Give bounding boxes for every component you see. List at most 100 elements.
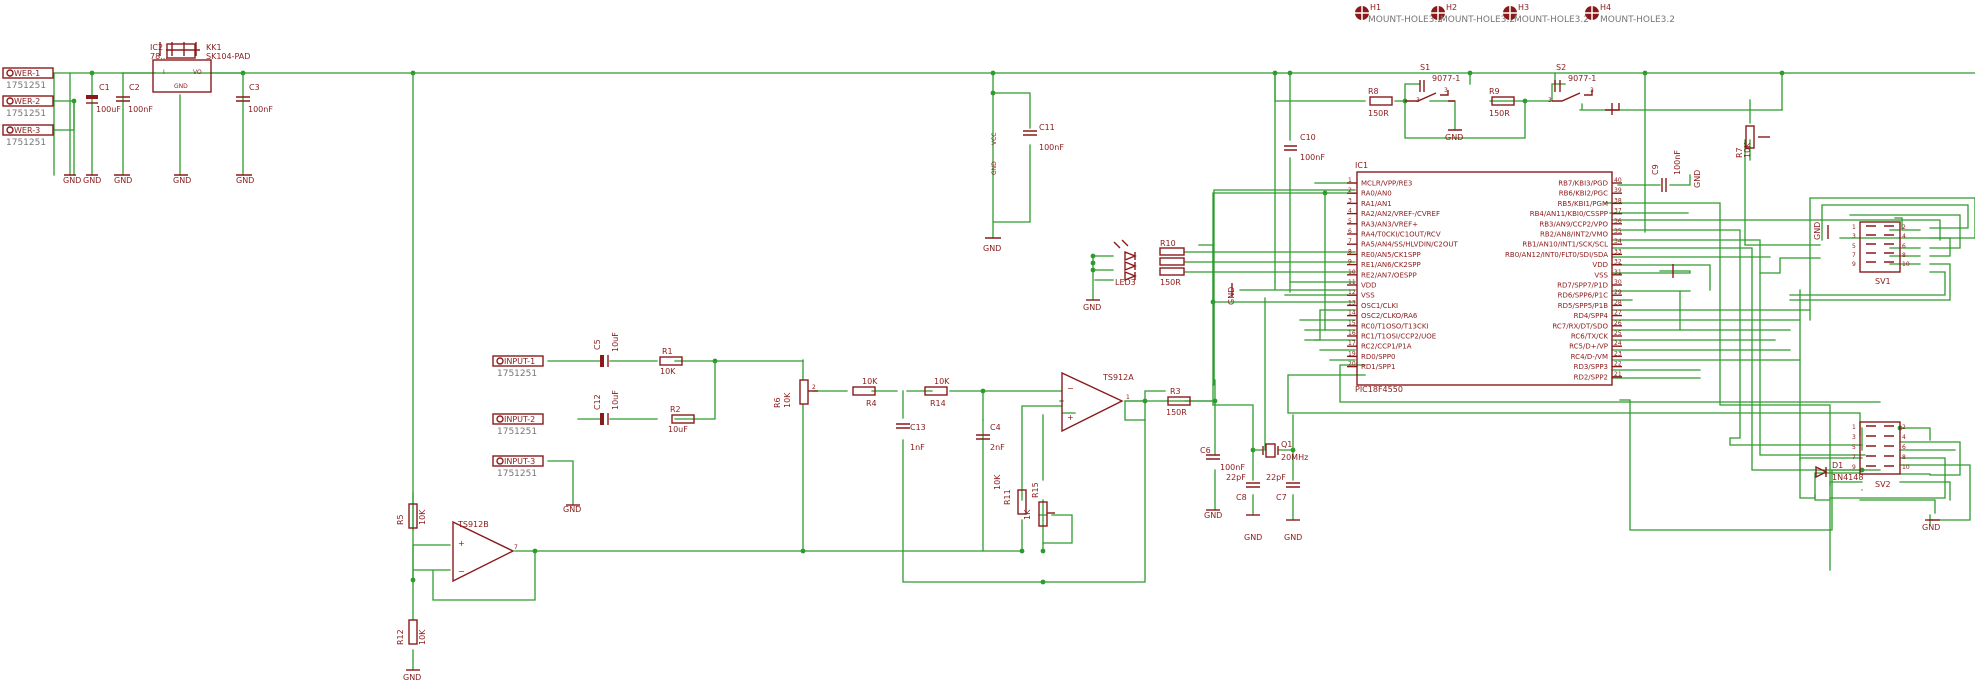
gnd-sv1: GND: [1813, 222, 1829, 240]
resistor-r1: R1 10K: [659, 347, 683, 376]
resistor-value: 150R: [1489, 109, 1510, 118]
gnd-label: GND: [1083, 303, 1101, 312]
svg-text:2: 2: [1902, 224, 1906, 231]
pin-name: RB0/AN12/INT0/FLT0/SDI/SDA: [1505, 251, 1608, 259]
crystal-q1: Q1 20MHz: [1262, 440, 1308, 462]
svg-text:5: 5: [1852, 243, 1856, 250]
pin-name: VSS: [1594, 271, 1608, 279]
resistor-value: 150R: [1166, 408, 1187, 417]
led-array: LED3: [1113, 239, 1137, 287]
cap-ref: C5: [593, 339, 602, 350]
cap-ref: C12: [593, 394, 602, 410]
heatsink-part: SK104-PAD: [206, 52, 250, 61]
resistor-ref: R3: [1170, 387, 1181, 396]
svg-text:−: −: [1067, 384, 1074, 393]
resistor-value: 10K: [783, 392, 792, 408]
mcu-pin-right: 22 RD3/SPP3: [1574, 361, 1622, 371]
pin-number: 12: [1348, 289, 1356, 296]
resistor-value: 10K: [993, 474, 1002, 490]
pin-name: RB2/AN8/INT2/VMO: [1540, 231, 1609, 239]
gnd-label: GND: [1445, 133, 1463, 142]
resistor-value: 10uF: [668, 425, 688, 434]
connector-name: WER-3: [14, 126, 40, 135]
pin-name: RA1/AN1: [1361, 200, 1392, 208]
pin-name: RA4/T0CKI/C1OUT/RCV: [1361, 231, 1441, 239]
cap-ref: C3: [249, 83, 260, 92]
resistor-ref: R4: [866, 399, 877, 408]
pin-number: 8: [1348, 248, 1352, 255]
gnd-label: GND: [173, 176, 191, 185]
pin-number: 21: [1614, 371, 1622, 378]
cap-value: 1nF: [910, 443, 925, 452]
pin-number: 26: [1614, 320, 1622, 327]
pin-name: RD5/SPP5/P1B: [1558, 302, 1608, 310]
opamp-ts912a: − + TS912A 1: [1061, 371, 1134, 433]
pin-number: 16: [1348, 330, 1356, 337]
pin-number: 7: [1348, 238, 1352, 245]
pin-number: 14: [1348, 310, 1356, 317]
mount-hole-label: MOUNT-HOLE3.2: [1440, 15, 1515, 25]
svg-text:10: 10: [1902, 464, 1910, 471]
diode-d1: D1 1N4148: [1815, 461, 1863, 482]
mcu-pin-left: 14 OSC2/CLKO/RA6: [1347, 310, 1418, 320]
resistor-ref: R1: [662, 347, 673, 356]
cap-ref: C13: [910, 423, 926, 432]
resistor-r11: 10K R11: [993, 474, 1027, 515]
resistor-r12: R12 10K: [396, 619, 427, 645]
pin-name: RD6/SPP6/P1C: [1558, 292, 1608, 300]
pin-name: RD3/SPP3: [1574, 363, 1608, 371]
cap-c10: C10 100nF: [1284, 133, 1325, 162]
svg-text:8: 8: [1902, 252, 1906, 259]
connector-value: 1751251: [6, 109, 46, 119]
pin-name: RC0/T1OSO/T13CKI: [1361, 322, 1429, 330]
resistor-r3: R3 150R: [1166, 387, 1191, 417]
opamp-ref: TS912B: [457, 520, 489, 529]
regulator-part: 78...: [150, 52, 168, 61]
gnd-led: GND: [1083, 299, 1101, 312]
cap-c12: C12 10uF: [593, 390, 620, 425]
pin-number: 9: [1348, 259, 1352, 266]
regulator-ref: IC2: [150, 43, 163, 52]
cap-value: 22pF: [1266, 473, 1286, 482]
resistor-r4: 10K R4: [852, 377, 878, 408]
svg-text:1: 1: [1852, 224, 1856, 231]
pin-name: RA5/AN4/SS/HLVDIN/C2OUT: [1361, 241, 1458, 249]
resistor-value: 10K: [418, 629, 427, 645]
svg-text:10: 10: [1902, 261, 1910, 268]
svg-text:6: 6: [1902, 444, 1906, 451]
connector-name: WER-1: [14, 69, 40, 78]
pin-number: 22: [1614, 361, 1622, 368]
pin-number: 24: [1614, 340, 1622, 347]
svg-text:1: 1: [1852, 424, 1856, 431]
mount-hole-h2: H2 MOUNT-HOLE3.2: [1431, 3, 1515, 25]
resistor-value: 150R: [1160, 278, 1181, 287]
mount-hole-ref: H2: [1446, 3, 1457, 12]
cap-c2: C2 100nF: [116, 83, 153, 114]
pin-name: OSC1/CLKI: [1361, 302, 1398, 310]
mount-hole-label: MOUNT-HOLE3.2: [1368, 15, 1443, 25]
cap-ref: C9: [1651, 164, 1660, 175]
pin-number: 4: [1348, 208, 1352, 215]
pin-number: 37: [1614, 208, 1622, 215]
pin-name: OSC2/CLKO/RA6: [1361, 312, 1418, 320]
connector-input-3: INPUT-3 1751251: [492, 455, 544, 479]
pin-name: RC7/RX/DT/SDO: [1552, 322, 1608, 330]
cap-c6: C6 100nF GND: [1200, 446, 1245, 520]
vcc-label: VCC: [991, 133, 998, 145]
